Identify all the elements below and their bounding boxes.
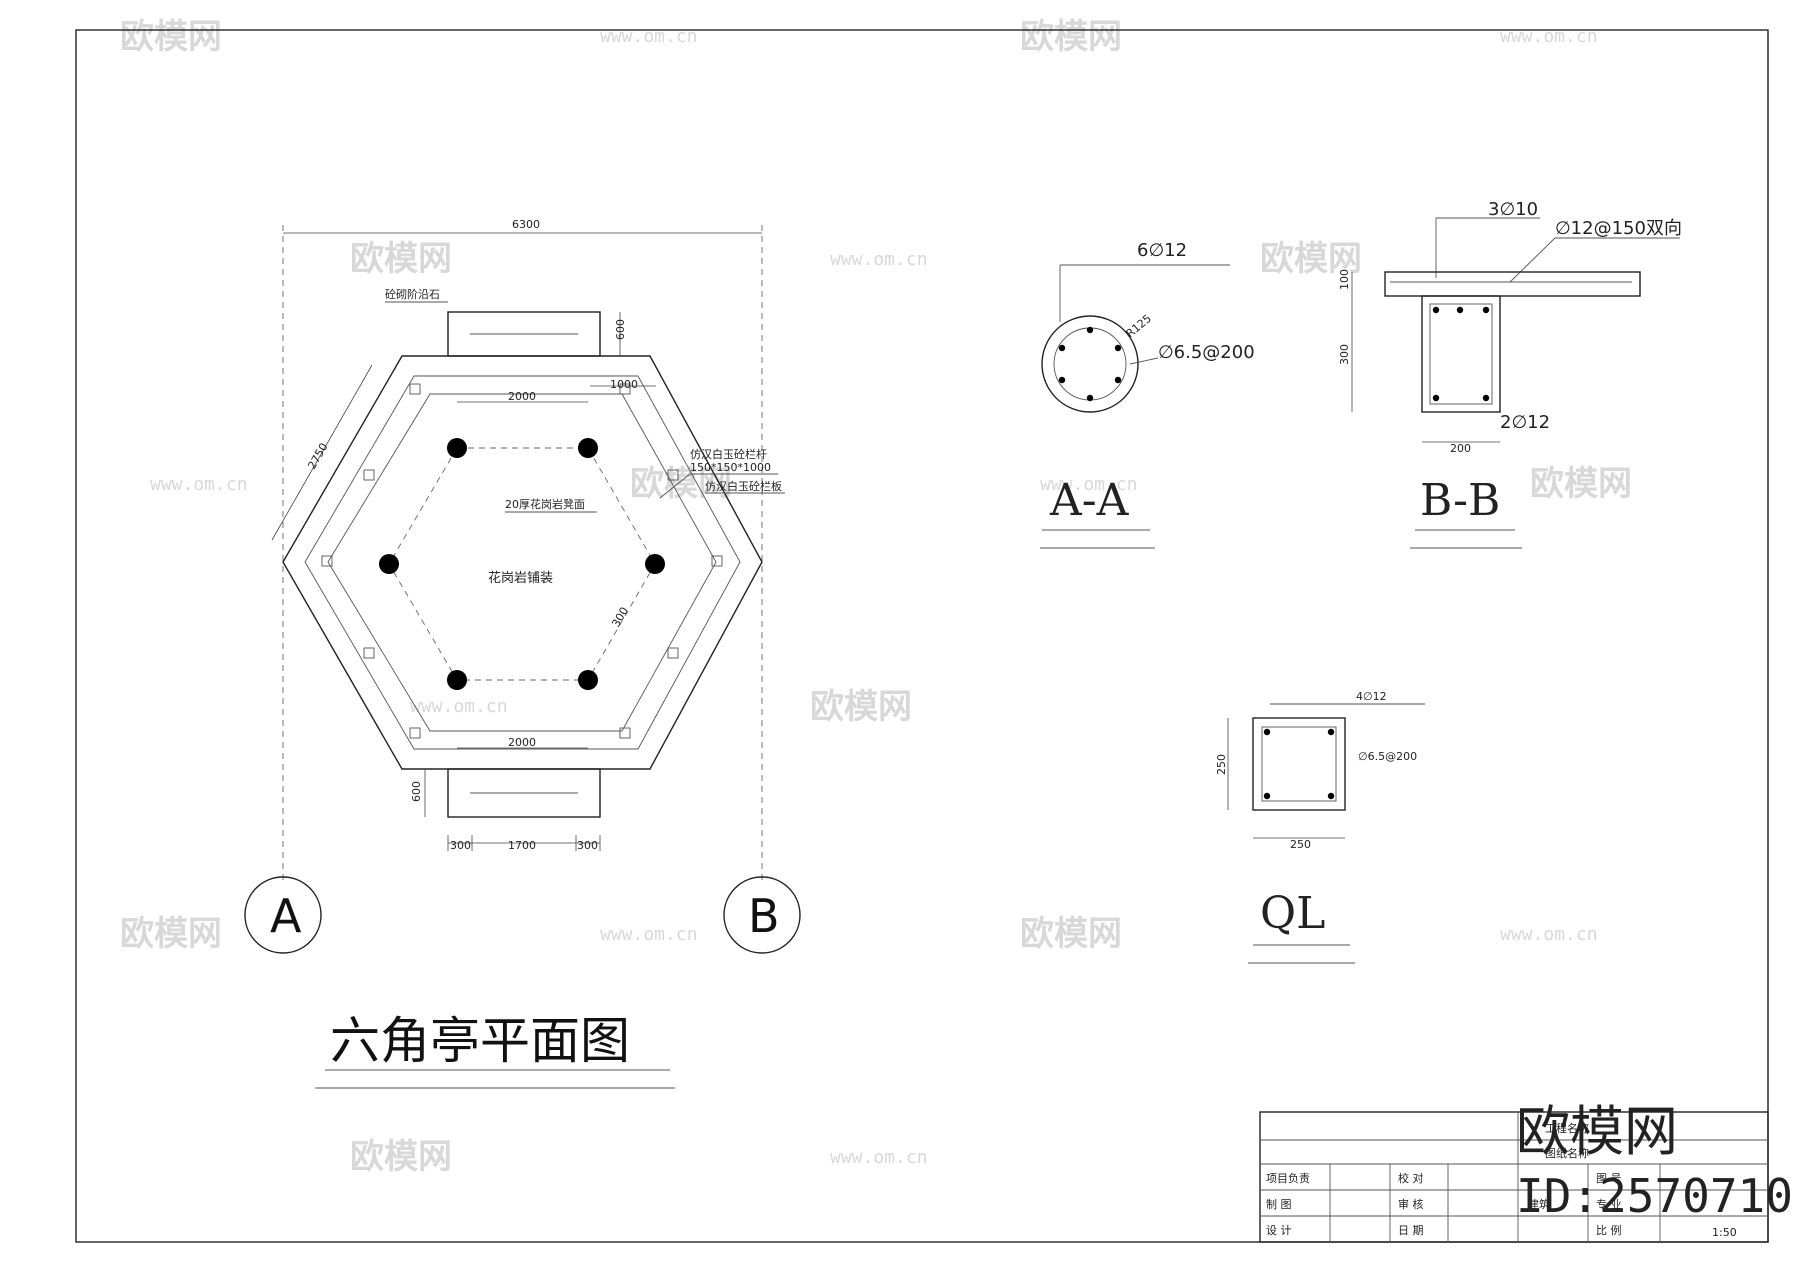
- label-center: 花岗岩铺装: [488, 570, 553, 586]
- watermark-url: www.om.cn: [600, 924, 698, 945]
- watermark-brand: 欧模网: [350, 239, 452, 279]
- dim-top-col: 2000: [508, 390, 536, 403]
- watermark-brand: 欧模网: [1020, 17, 1122, 57]
- ql-rebar-main: 4∅12: [1356, 690, 1387, 703]
- label-seat: 20厚花岗岩凳面: [505, 497, 585, 511]
- axis-bubble-a: [244, 876, 322, 954]
- dim-overall: 6300: [512, 218, 540, 231]
- dim-bottom-right: 300: [577, 839, 598, 852]
- bb-dim-beam-w: 200: [1450, 442, 1471, 455]
- tb-scale-label: 比 例: [1596, 1223, 1622, 1237]
- watermark-url: www.om.cn: [1500, 26, 1598, 47]
- watermark-url: www.om.cn: [830, 1147, 928, 1168]
- bb-dim-beam-h: 300: [1338, 344, 1351, 365]
- column-dot: [379, 554, 399, 574]
- axis-bubble-b: [723, 876, 801, 954]
- watermark-brand: 欧模网: [1260, 239, 1362, 279]
- watermark-url: www.om.cn: [1040, 474, 1138, 495]
- tb-date: 日 期: [1398, 1224, 1424, 1237]
- ql-dim-h: 250: [1215, 754, 1228, 775]
- plan-title: 六角亭平面图: [330, 1012, 630, 1070]
- dim-side-bench: 1000: [610, 378, 638, 391]
- column-dot: [578, 670, 598, 690]
- label-railing-1: 仿汉白玉砼栏杆: [690, 447, 767, 461]
- section-bb: 3∅10 ∅12@150双向 100 300 2∅12 200 B-B: [1338, 199, 1682, 549]
- watermark-brand: 欧模网: [810, 687, 912, 727]
- column-dot: [447, 670, 467, 690]
- watermark-brand: 欧模网: [1020, 914, 1122, 954]
- tb-scale: 1:50: [1712, 1226, 1737, 1239]
- dim-inner: 300: [609, 605, 631, 630]
- railing-posts: [321, 383, 723, 739]
- hexagon-plan: 6300 砼砌阶沿石 600: [244, 218, 801, 1089]
- watermark-layer: 欧模网 www.om.cn 欧模网 www.om.cn 欧模网 www.om.c…: [120, 17, 1632, 1177]
- tb-discipline-val: 建筑: [1528, 1197, 1550, 1211]
- sheet-frame: [75, 29, 1769, 1243]
- tb-row1: 工程名称: [1545, 1121, 1589, 1135]
- watermark-url: www.om.cn: [410, 696, 508, 717]
- bb-beam: [1421, 295, 1501, 413]
- bb-dim-slab: 100: [1338, 269, 1351, 290]
- section-aa: 6∅12 R125 ∅6.5@200 A-A: [1040, 240, 1255, 549]
- tb-discipline: 专 业: [1596, 1197, 1622, 1211]
- column-dot: [447, 438, 467, 458]
- aa-column-outline: [1041, 315, 1139, 413]
- ql-outline: [1252, 717, 1346, 811]
- aa-stirrup: ∅6.5@200: [1158, 342, 1255, 363]
- watermark-id: ID:2570710: [1516, 1169, 1793, 1223]
- hexagon-outline: [282, 355, 763, 770]
- dim-bottom-col: 2000: [508, 736, 536, 749]
- tb-design: 设 计: [1266, 1224, 1292, 1237]
- tb-row2: 图纸名称: [1545, 1146, 1589, 1160]
- label-step: 砼砌阶沿石: [385, 287, 440, 301]
- watermark-url: www.om.cn: [600, 26, 698, 47]
- columns: [379, 438, 665, 690]
- step-bottom: [447, 768, 601, 818]
- column-dot: [645, 554, 665, 574]
- label-railing-3: 仿汉白玉砼栏板: [705, 479, 782, 493]
- watermark-url: www.om.cn: [150, 474, 248, 495]
- watermark-brand: 欧模网: [120, 17, 222, 57]
- axis-b-label: B: [748, 889, 780, 943]
- watermark-brand: 欧模网: [350, 1137, 452, 1177]
- dim-bottom-mid: 1700: [508, 839, 536, 852]
- watermark-url: www.om.cn: [1500, 924, 1598, 945]
- ql-stirrup: ∅6.5@200: [1358, 750, 1417, 763]
- dim-step-top: 600: [614, 319, 627, 340]
- watermark-brand: 欧模网: [1530, 464, 1632, 504]
- dim-bottom-left: 300: [450, 839, 471, 852]
- watermark-logo: 欧模网: [1516, 1100, 1678, 1163]
- column-dot: [578, 438, 598, 458]
- axis-a-label: A: [270, 889, 302, 943]
- bb-rebar-bottom: 2∅12: [1500, 412, 1550, 433]
- bb-slab: [1384, 271, 1641, 297]
- aa-radius: R125: [1124, 312, 1154, 340]
- bb-rebar-top: 3∅10: [1488, 199, 1538, 220]
- tb-sheet-no: 图 号: [1596, 1172, 1622, 1185]
- aa-title: A-A: [1049, 475, 1130, 526]
- section-ql: 4∅12 ∅6.5@200 250 250 QL: [1215, 690, 1425, 964]
- title-block-frame: [1259, 1111, 1769, 1243]
- watermark-url: www.om.cn: [830, 249, 928, 270]
- dim-step-bottom: 600: [410, 781, 423, 802]
- tb-review: 审 核: [1398, 1197, 1424, 1211]
- aa-rebar-main: 6∅12: [1137, 240, 1187, 261]
- watermark-brand: 欧模网: [630, 464, 732, 504]
- title-block: 工程名称 图纸名称 项目负责 校 对 制 图 审 核 设 计 日 期 图 号 建…: [1259, 1111, 1769, 1243]
- tb-check: 校 对: [1398, 1171, 1424, 1185]
- ql-dim-w: 250: [1290, 838, 1311, 851]
- tb-lead: 项目负责: [1266, 1171, 1310, 1185]
- tb-draw: 制 图: [1266, 1198, 1292, 1211]
- bb-slab-rebar: ∅12@150双向: [1555, 218, 1682, 239]
- label-railing-2: 150*150*1000: [690, 461, 771, 474]
- dim-side: 2750: [305, 441, 330, 472]
- ql-title: QL: [1260, 888, 1325, 939]
- bb-title: B-B: [1420, 475, 1500, 526]
- watermark-brand: 欧模网: [120, 914, 222, 954]
